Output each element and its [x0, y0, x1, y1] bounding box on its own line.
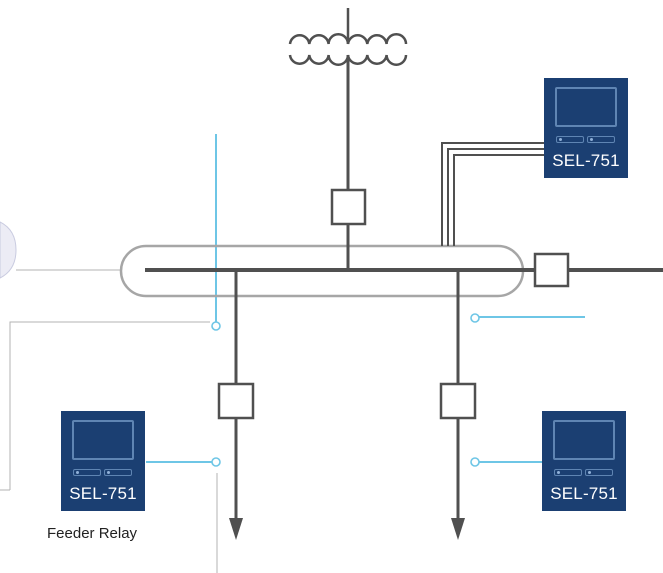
- relay-label: SEL-751: [552, 151, 620, 170]
- relay-screen: [72, 420, 134, 460]
- relay-button: [73, 469, 101, 476]
- relay-button: [104, 469, 132, 476]
- relay-icon: SEL-751: [544, 78, 628, 178]
- relay-button: [587, 136, 615, 143]
- connection-node-icon: [470, 457, 480, 467]
- breaker-icon: [330, 188, 367, 226]
- ct-line-3: [453, 154, 544, 246]
- connection-node-icon: [211, 457, 221, 467]
- breaker-icon: [217, 382, 255, 420]
- ct-line-1: [441, 142, 544, 246]
- relay-label: SEL-751: [550, 484, 618, 503]
- relay-icon: SEL-751: [61, 411, 145, 511]
- gray-link-left: [9, 321, 210, 490]
- relay-button: [554, 469, 582, 476]
- relay-screen: [553, 420, 615, 460]
- relay-button: [556, 136, 584, 143]
- arrow-icon: [229, 518, 243, 540]
- relay-button: [585, 469, 613, 476]
- relay-label: SEL-751: [69, 484, 137, 503]
- ct-line-2: [447, 148, 544, 246]
- relay-icon: SEL-751: [542, 411, 626, 511]
- breaker-icon: [439, 382, 477, 420]
- connection-node-icon: [211, 321, 221, 331]
- partial-device-edge: [0, 221, 17, 279]
- breaker-icon: [533, 252, 570, 288]
- arrow-icon: [451, 518, 465, 540]
- relay-screen: [555, 87, 617, 127]
- feeder-relay-caption: Feeder Relay: [47, 525, 138, 542]
- connection-node-icon: [470, 313, 480, 323]
